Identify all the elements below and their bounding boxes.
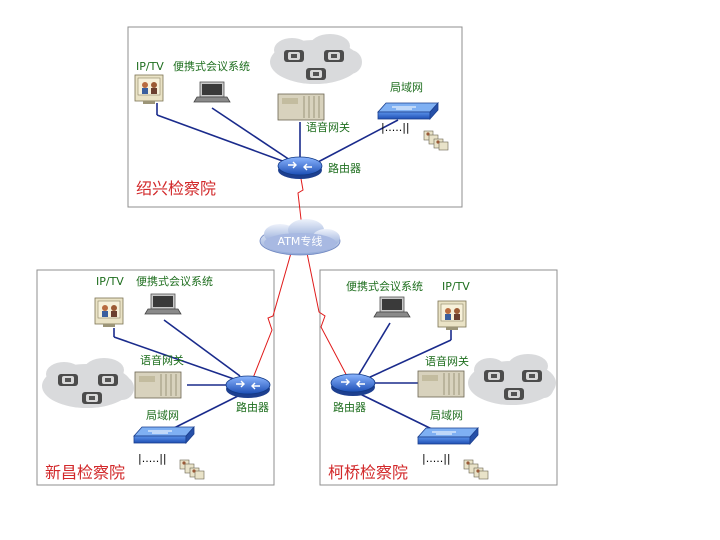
shaoxing-portable-label: 便携式会议系统 bbox=[173, 59, 250, 73]
keqiao-phone-cloud-icon bbox=[468, 354, 556, 405]
shaoxing-voice-gw-label: 语音网关 bbox=[306, 120, 350, 134]
xinchang-router-icon bbox=[225, 375, 271, 399]
xinchang-voice-gw-label: 语音网关 bbox=[140, 353, 184, 367]
keqiao-lan-links bbox=[355, 322, 452, 434]
xinchang-iptv-label: IP/TV bbox=[96, 275, 124, 288]
wan-link-keqiao bbox=[306, 252, 349, 379]
wan-link-xinchang bbox=[252, 252, 292, 379]
shaoxing-lan-label: 局域网 bbox=[390, 81, 423, 94]
xinchang-phone-cloud-icon bbox=[42, 358, 134, 408]
shaoxing-iptv-icon bbox=[134, 74, 164, 105]
xinchang-lan-label: 局域网 bbox=[146, 409, 179, 422]
atm-label: ATM专线 bbox=[278, 234, 323, 248]
keqiao-iptv-icon bbox=[437, 300, 467, 331]
xinchang-site-name: 新昌检察院 bbox=[45, 463, 125, 482]
keqiao-iptv-label: IP/TV bbox=[442, 280, 470, 293]
keqiao-switch-icon bbox=[417, 427, 479, 445]
keqiao-router-label: 路由器 bbox=[333, 400, 366, 414]
keqiao-router-icon bbox=[330, 373, 376, 397]
keqiao-pbx-icon bbox=[417, 370, 465, 398]
atm-cloud-icon bbox=[259, 219, 341, 256]
shaoxing-pbx-icon bbox=[277, 93, 325, 121]
xinchang-lan-links bbox=[113, 319, 245, 433]
shaoxing-router-icon bbox=[277, 156, 323, 180]
keqiao-hosts-dots: |.....|| bbox=[422, 452, 451, 465]
xinchang-portable-label: 便携式会议系统 bbox=[136, 274, 213, 288]
shaoxing-iptv-label: IP/TV bbox=[136, 60, 164, 73]
keqiao-voice-gw-label: 语音网关 bbox=[425, 354, 469, 368]
shaoxing-router-label: 路由器 bbox=[328, 161, 361, 175]
xinchang-pbx-icon bbox=[134, 371, 182, 399]
shaoxing-phone-cloud-icon bbox=[270, 34, 362, 84]
keqiao-lan-label: 局域网 bbox=[430, 409, 463, 422]
wan-link-shaoxing bbox=[297, 172, 304, 229]
shaoxing-lan-links bbox=[156, 103, 399, 164]
xinchang-switch-icon bbox=[133, 426, 195, 444]
keqiao-site-name: 柯桥检察院 bbox=[328, 463, 408, 482]
xinchang-iptv-icon bbox=[94, 297, 124, 328]
shaoxing-site-name: 绍兴检察院 bbox=[136, 179, 216, 198]
keqiao-portable-label: 便携式会议系统 bbox=[346, 279, 423, 293]
shaoxing-hosts-dots: |.....|| bbox=[381, 121, 410, 134]
xinchang-hosts-dots: |.....|| bbox=[138, 452, 167, 465]
shaoxing-switch-icon bbox=[377, 102, 439, 120]
xinchang-router-label: 路由器 bbox=[236, 400, 269, 414]
